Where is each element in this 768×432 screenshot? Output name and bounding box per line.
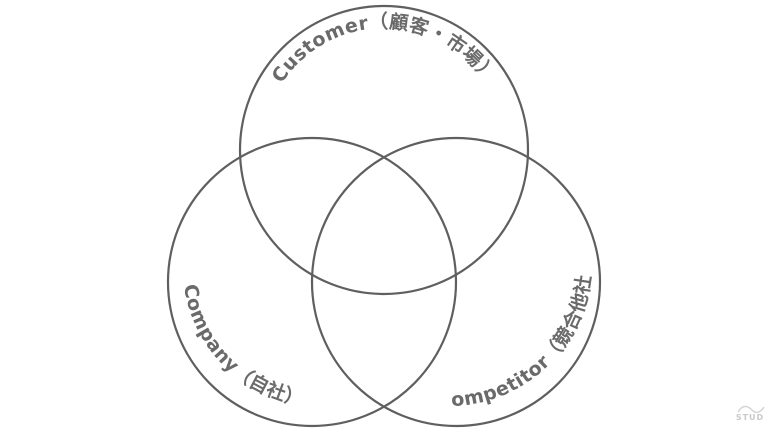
watermark-logo: STUD [736,405,765,422]
customer-circle [238,4,530,296]
competitor-circle [310,136,602,428]
company-label: Company（自社） [179,282,306,410]
svg-text:STUD: STUD [736,413,764,422]
company-circle [166,136,458,428]
customer-label: Customer（顧客・市場） [268,10,502,87]
